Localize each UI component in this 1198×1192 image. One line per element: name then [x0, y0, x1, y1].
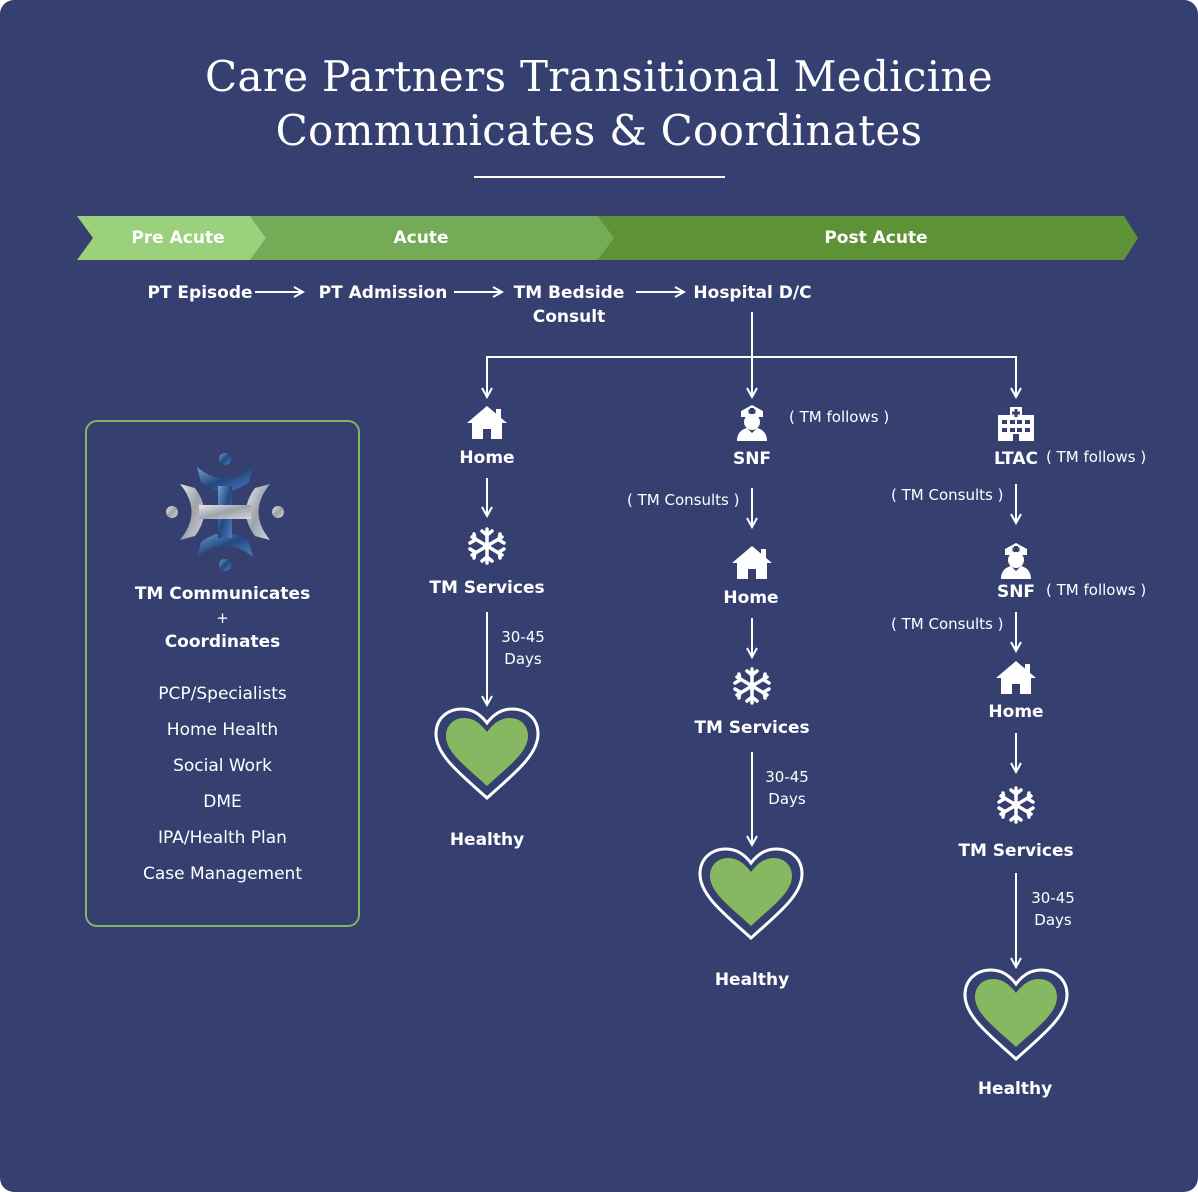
- mid-days-line-2: Days: [768, 790, 806, 808]
- right-days-line-2: Days: [1034, 911, 1072, 929]
- right-healthy-label: Healthy: [977, 1079, 1053, 1099]
- sidebox-heading-line-2: Coordinates: [164, 632, 281, 652]
- timeline-pt-episode: PT Episode: [147, 283, 253, 303]
- heart-icon: [963, 968, 1069, 1062]
- right-snf-label: SNF: [996, 582, 1036, 602]
- sidebox-item-pcp: PCP/Specialists: [158, 684, 287, 704]
- left-healthy-label: Healthy: [449, 830, 525, 850]
- title-underline: [474, 176, 725, 178]
- heart-icon: [434, 707, 540, 801]
- home-icon: [996, 661, 1036, 694]
- sidebox-heading-line-1: TM Communicates: [134, 584, 311, 604]
- right-ltac-follows-note: ( TM follows ): [1046, 448, 1147, 466]
- phase-pre-acute: Pre Acute: [131, 228, 225, 248]
- right-ltac-label: LTAC: [994, 449, 1038, 469]
- title-line-2: Communicates & Coordinates: [275, 106, 923, 155]
- right-consults-note-1: ( TM Consults ): [891, 486, 1004, 504]
- phase-banner: [77, 216, 1138, 260]
- sidebox-heading-plus: +: [216, 609, 229, 627]
- home-icon: [732, 546, 772, 579]
- sidebox-item-case-management: Case Management: [143, 864, 302, 884]
- snowflake-icon: [733, 667, 771, 705]
- hospital-icon: [998, 407, 1034, 441]
- post-acute-chevron: [598, 216, 1138, 260]
- coordination-box: TM Communicates + Coordinates PCP/Specia…: [85, 420, 360, 927]
- sidebox-item-dme: DME: [203, 792, 242, 812]
- timeline-hospital-dc: Hospital D/C: [693, 283, 812, 303]
- title-line-1: Care Partners Transitional Medicine: [205, 52, 993, 101]
- nurse-icon: [737, 405, 767, 441]
- mid-days-line-1: 30-45: [765, 768, 809, 786]
- sidebox-item-social-work: Social Work: [173, 756, 272, 776]
- pre-acute-chevron: [77, 216, 266, 260]
- heart-icon: [698, 847, 804, 941]
- care-partners-logo: [166, 453, 284, 571]
- phase-acute: Acute: [393, 228, 449, 248]
- nurse-icon: [1001, 543, 1031, 579]
- snowflake-icon: [468, 527, 506, 565]
- left-home-label: Home: [459, 448, 515, 468]
- phase-post-acute: Post Acute: [824, 228, 928, 248]
- acute-chevron: [250, 216, 614, 260]
- right-services-label: TM Services: [958, 841, 1074, 861]
- timeline-tm-bedside-consult: TM Bedside Consult: [513, 283, 625, 327]
- mid-snf-label: SNF: [732, 449, 772, 469]
- mid-services-label: TM Services: [694, 718, 810, 738]
- left-days-line-2: Days: [504, 650, 542, 668]
- right-snf-follows-note: ( TM follows ): [1046, 581, 1147, 599]
- mid-healthy-label: Healthy: [714, 970, 790, 990]
- mid-home-label: Home: [723, 588, 779, 608]
- right-days-line-1: 30-45: [1031, 889, 1075, 907]
- mid-consults-note: ( TM Consults ): [627, 491, 740, 509]
- mid-snf-follows-note: ( TM follows ): [789, 408, 890, 426]
- right-consults-note-2: ( TM Consults ): [891, 615, 1004, 633]
- branch-bar: [486, 356, 1017, 397]
- timeline-pt-admission: PT Admission: [318, 283, 448, 303]
- left-days-line-1: 30-45: [501, 628, 545, 646]
- sidebox-item-ipa: IPA/Health Plan: [158, 828, 287, 848]
- left-services-label: TM Services: [429, 578, 545, 598]
- snowflake-icon: [997, 786, 1035, 824]
- home-icon: [467, 406, 507, 439]
- sidebox-item-home-health: Home Health: [166, 720, 279, 740]
- right-home-label: Home: [988, 702, 1044, 722]
